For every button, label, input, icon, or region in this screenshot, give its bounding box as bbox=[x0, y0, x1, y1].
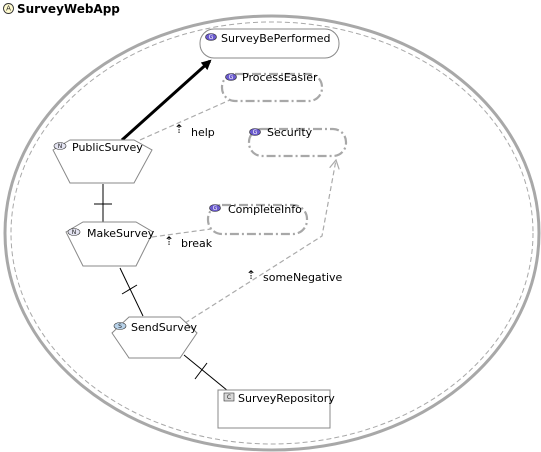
softgoal-complete-info[interactable]: G CompleteInfo bbox=[206, 203, 309, 236]
task-icon bbox=[67, 228, 81, 236]
uncertain-icon: ⇡ bbox=[174, 122, 184, 136]
softgoal-process-easier[interactable]: G ProcessEasier bbox=[220, 71, 324, 103]
contribution-label-break: ⇡ break bbox=[164, 234, 213, 250]
actor-header[interactable]: A SurveyWebApp bbox=[3, 2, 121, 16]
svg-text:N: N bbox=[58, 143, 63, 150]
svg-text:N: N bbox=[72, 229, 77, 236]
resource-survey-repository[interactable]: C SurveyRepository bbox=[217, 389, 335, 429]
dependency-link-send-repository[interactable] bbox=[183, 354, 229, 392]
svg-text:ProcessEasier: ProcessEasier bbox=[242, 71, 318, 84]
svg-text:C: C bbox=[227, 394, 231, 401]
goal-icon bbox=[249, 128, 261, 136]
svg-text:Security: Security bbox=[267, 126, 313, 139]
actor-boundary bbox=[3, 14, 541, 452]
goal-icon bbox=[205, 33, 217, 41]
task-public-survey[interactable]: N PublicSurvey bbox=[52, 139, 153, 184]
task-icon bbox=[113, 322, 127, 330]
actor-title: SurveyWebApp bbox=[17, 2, 120, 16]
dependency-link-make-send[interactable] bbox=[119, 267, 144, 317]
svg-text:SurveyRepository: SurveyRepository bbox=[238, 392, 335, 405]
svg-text:S: S bbox=[118, 323, 122, 330]
svg-text:SurveyBePerformed: SurveyBePerformed bbox=[221, 32, 331, 45]
uncertain-icon: ⇡ bbox=[246, 268, 256, 282]
svg-text:G: G bbox=[229, 74, 234, 81]
uncertain-icon: ⇡ bbox=[164, 234, 174, 248]
dependency-link-public-make[interactable] bbox=[94, 184, 112, 222]
task-icon bbox=[53, 142, 67, 150]
contribution-label-some-negative: ⇡ someNegative bbox=[246, 268, 343, 284]
resource-icon bbox=[223, 392, 235, 402]
actor-icon bbox=[3, 3, 14, 14]
svg-text:MakeSurvey: MakeSurvey bbox=[87, 227, 155, 240]
task-send-survey[interactable]: S SendSurvey bbox=[111, 316, 198, 359]
svg-text:G: G bbox=[209, 34, 214, 41]
svg-text:CompleteInfo: CompleteInfo bbox=[228, 203, 302, 216]
goal-survey-be-performed[interactable]: G SurveyBePerformed bbox=[199, 28, 340, 59]
actor-icon-letter: A bbox=[6, 5, 11, 13]
contribution-label-help: ⇡ help bbox=[174, 122, 215, 139]
svg-text:G: G bbox=[253, 129, 258, 136]
svg-text:break: break bbox=[181, 237, 213, 250]
softgoal-security[interactable]: G Security bbox=[247, 126, 348, 158]
svg-text:G: G bbox=[213, 205, 218, 212]
means-end-link[interactable] bbox=[120, 59, 212, 142]
svg-text:someNegative: someNegative bbox=[263, 271, 343, 284]
contribution-link-some-negative[interactable] bbox=[184, 160, 336, 324]
svg-text:PublicSurvey: PublicSurvey bbox=[72, 141, 143, 154]
svg-text:SendSurvey: SendSurvey bbox=[131, 321, 197, 334]
task-make-survey[interactable]: N MakeSurvey bbox=[65, 221, 155, 267]
svg-text:help: help bbox=[191, 126, 215, 139]
goal-icon bbox=[209, 204, 221, 212]
goal-icon bbox=[225, 73, 237, 81]
